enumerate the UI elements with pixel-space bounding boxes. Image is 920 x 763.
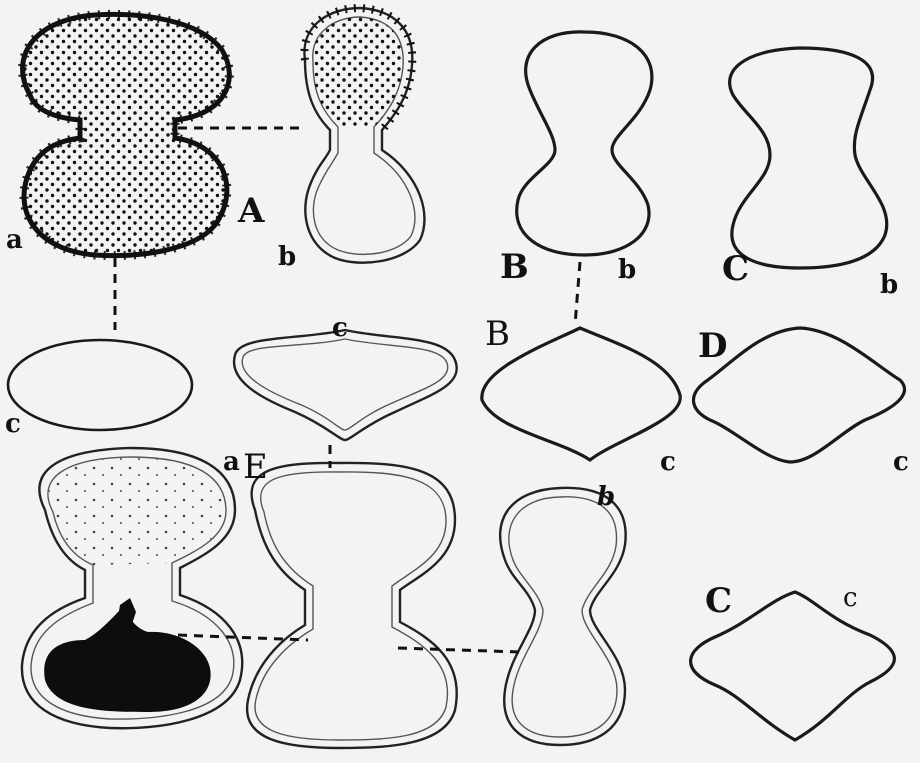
cell-A-side-view [304, 8, 424, 263]
cell-A-front-view [23, 14, 230, 255]
label-C-b: b [880, 270, 898, 300]
cell-C-side-view [730, 48, 887, 268]
cell-A-end-view [8, 340, 192, 430]
label-B-b: b [618, 255, 636, 285]
cell-E-end-view [234, 330, 457, 440]
cell-E-side-view [500, 488, 626, 745]
label-C-top: C [722, 249, 749, 289]
label-C-bottom: C [705, 581, 732, 621]
label-A: A [237, 191, 265, 231]
cell-B-side-view [517, 32, 652, 255]
label-E-b: b [597, 482, 615, 512]
label-A-c: c [5, 409, 21, 439]
cell-B-end-view [482, 328, 680, 460]
connector-E-middle-b [398, 648, 520, 652]
cell-E-front-view [22, 448, 242, 728]
label-B-top: B [500, 247, 529, 287]
label-A-a: a [6, 225, 23, 255]
label-E-a: a [223, 447, 240, 477]
label-E: E [243, 447, 268, 487]
connector-B-b-c [575, 262, 580, 325]
label-C-c: c [843, 583, 858, 613]
label-B-mid: B [485, 314, 510, 354]
label-E-c: c [332, 313, 348, 343]
label-A-b: b [278, 242, 296, 272]
label-B-c: c [660, 447, 676, 477]
label-D-c: c [893, 447, 909, 477]
label-D: D [698, 326, 727, 366]
cell-E-middle-view [247, 463, 457, 748]
